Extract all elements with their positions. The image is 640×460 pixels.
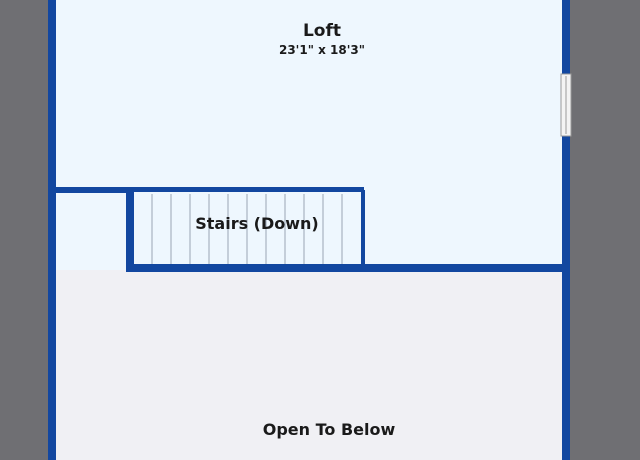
left-wall: [48, 0, 56, 460]
loft-dimensions: 23'1" x 18'3": [278, 43, 366, 57]
right-wall-lower: [562, 136, 570, 460]
stairs-right-wall: [361, 190, 365, 268]
right-wall-upper: [562, 0, 570, 74]
open-to-below-label: Open To Below: [262, 420, 396, 439]
loft-bottom-wall: [126, 264, 570, 272]
walls: [48, 0, 570, 460]
stairs-top-wall: [126, 187, 364, 192]
stairs-label: Stairs (Down): [195, 214, 319, 233]
loft-label: Loft: [302, 21, 342, 41]
stairs-left-wall: [126, 192, 134, 271]
loft-floor-edge-left: [52, 187, 130, 193]
stair-treads: [151, 194, 343, 266]
window: [560, 73, 572, 137]
